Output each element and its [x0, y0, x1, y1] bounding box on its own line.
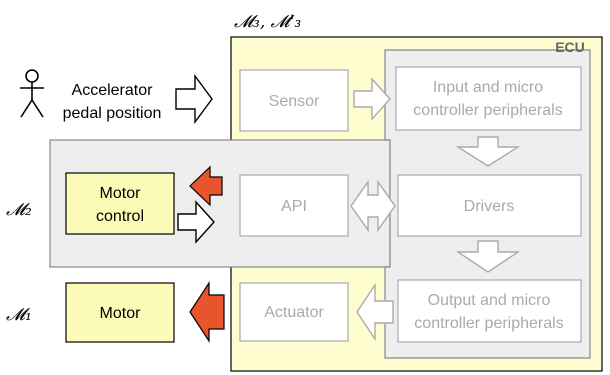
drivers-block — [397, 174, 582, 237]
m2-label: 𝓜₂ — [6, 200, 32, 220]
input-peripherals-label-line1: Input and micro — [433, 79, 543, 96]
actor-input-arrow — [175, 73, 213, 125]
ecu-label: ECU — [555, 39, 585, 55]
output-peripherals-label-line2: controller peripherals — [414, 315, 563, 332]
output-peripherals-block — [397, 279, 582, 343]
input-to-drivers-arrow — [455, 136, 521, 167]
actor-label-line2: pedal position — [63, 105, 162, 122]
actor-label-line1: Accelerator — [72, 82, 154, 99]
motor-control-output-arrow — [189, 165, 223, 207]
motor-label: Motor — [100, 305, 142, 322]
api-label: API — [281, 198, 307, 215]
api-block — [239, 174, 349, 237]
sensor-block — [239, 69, 349, 132]
motor-control-label-line1: Motor — [100, 185, 142, 202]
motor-control-label-line2: control — [96, 208, 144, 225]
actuator-label: Actuator — [264, 304, 324, 321]
output-peripherals-label-line1: Output and micro — [428, 292, 551, 309]
motor-control-block — [65, 172, 175, 235]
sensor-to-input-arrow — [353, 77, 391, 121]
m1-label: 𝓜₁ — [6, 305, 32, 325]
drivers-label: Drivers — [464, 198, 515, 215]
output-to-actuator-arrow — [356, 282, 394, 342]
m3-label: 𝓜₃, 𝓜'₃ — [234, 12, 301, 32]
motor-block — [65, 282, 175, 343]
input-peripherals-block — [395, 66, 582, 131]
sensor-label: Sensor — [269, 93, 320, 110]
actor-icon — [20, 69, 44, 118]
api-drivers-double-arrow — [350, 179, 396, 233]
motor-control-input-arrow — [177, 200, 215, 244]
input-peripherals-label-line2: controller peripherals — [413, 102, 562, 119]
drivers-to-output-arrow — [455, 240, 521, 273]
motor-output-arrow — [189, 280, 225, 344]
actuator-block — [239, 282, 349, 342]
